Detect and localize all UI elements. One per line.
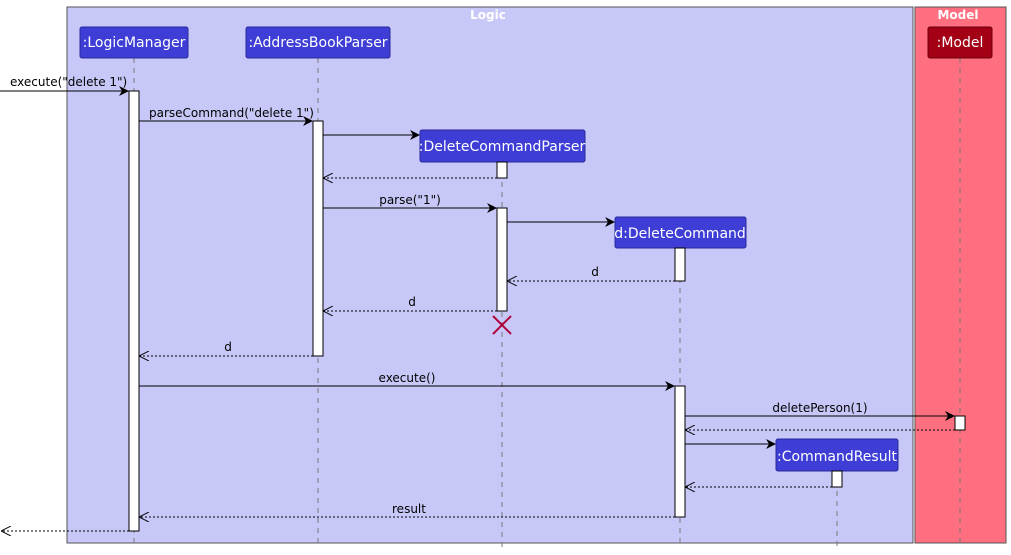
participant-model-label: :Model bbox=[937, 35, 984, 51]
activation-delete-command-2 bbox=[674, 385, 686, 518]
activation-delete-command-parser-2 bbox=[496, 207, 508, 312]
message-return-d-1: d bbox=[508, 265, 675, 281]
participant-delete-command-label: d:DeleteCommand bbox=[614, 226, 746, 242]
participant-logic-manager: :LogicManager bbox=[79, 26, 189, 59]
participant-address-book-parser-label: :AddressBookParser bbox=[248, 35, 387, 51]
activation-address-book-parser bbox=[312, 120, 324, 357]
message-execute: execute() bbox=[139, 371, 675, 391]
message-return-d-2: d bbox=[324, 295, 497, 311]
message-delete-person-label: deletePerson(1) bbox=[772, 401, 867, 415]
participant-model: :Model bbox=[927, 26, 993, 59]
message-return-d-3-label: d bbox=[224, 340, 232, 354]
participant-command-result: :CommandResult bbox=[775, 438, 899, 472]
logic-box bbox=[66, 6, 914, 544]
activation-model bbox=[954, 415, 966, 431]
activation-delete-command-parser-1 bbox=[496, 161, 508, 179]
participant-logic-manager-label: :LogicManager bbox=[83, 35, 186, 51]
activation-command-result bbox=[831, 470, 843, 488]
message-return-d-2-label: d bbox=[408, 295, 416, 309]
message-execute-delete-label: execute("delete 1") bbox=[10, 75, 127, 89]
message-execute-delete: execute("delete 1") bbox=[0, 75, 129, 96]
message-parse-label: parse("1") bbox=[379, 193, 441, 207]
message-delete-person: deletePerson(1) bbox=[685, 401, 955, 421]
message-return-d-1-label: d bbox=[591, 265, 599, 279]
message-parse-command: parseCommand("delete 1") bbox=[139, 106, 314, 126]
message-parse: parse("1") bbox=[323, 193, 497, 213]
message-parse-command-label: parseCommand("delete 1") bbox=[149, 106, 314, 120]
destroy-x-icon bbox=[492, 315, 512, 335]
message-return-d-3: d bbox=[140, 340, 313, 356]
message-execute-label: execute() bbox=[379, 371, 436, 385]
activation-logic-manager bbox=[128, 90, 140, 532]
participant-delete-command: d:DeleteCommand bbox=[614, 216, 747, 249]
message-result: result bbox=[140, 502, 675, 517]
participant-delete-command-parser-label: :DeleteCommandParser bbox=[419, 139, 586, 155]
logic-box-title: Logic bbox=[470, 8, 506, 22]
model-box bbox=[914, 6, 1007, 544]
activation-delete-command-1 bbox=[674, 247, 686, 282]
participant-address-book-parser: :AddressBookParser bbox=[245, 26, 391, 59]
participant-delete-command-parser: :DeleteCommandParser bbox=[419, 129, 586, 163]
participant-command-result-label: :CommandResult bbox=[777, 449, 897, 465]
model-box-title: Model bbox=[937, 8, 978, 22]
message-result-label: result bbox=[392, 502, 426, 516]
